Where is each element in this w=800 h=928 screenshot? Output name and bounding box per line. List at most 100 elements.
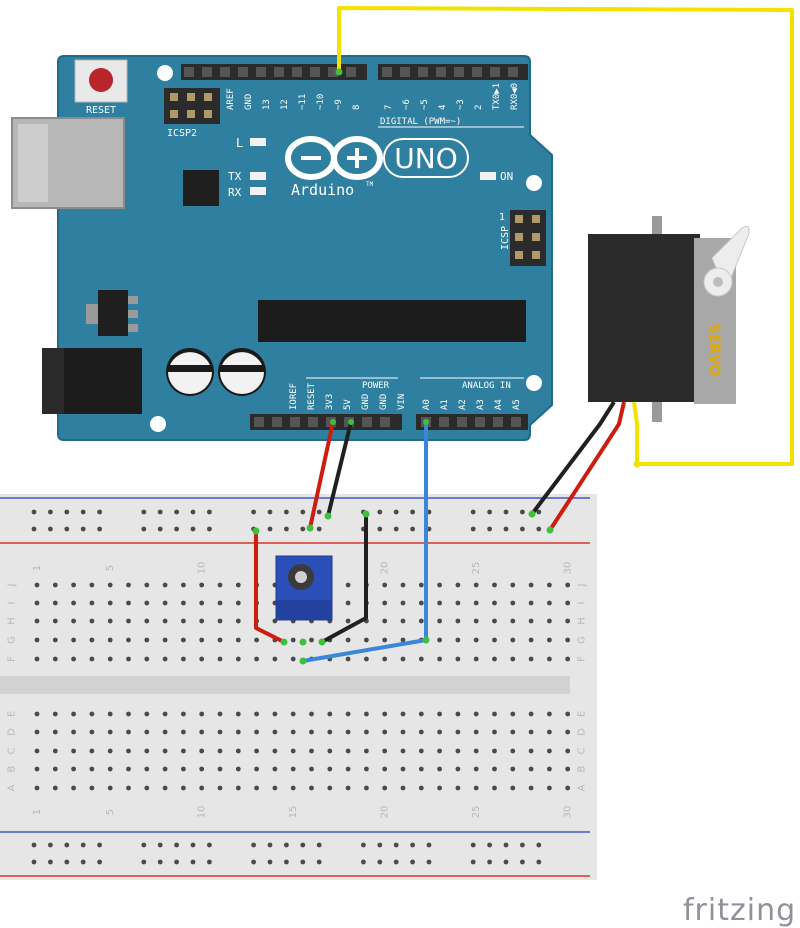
rail-hole	[157, 842, 163, 848]
pot-knob-center	[295, 571, 307, 583]
terminal-hole	[89, 637, 95, 643]
terminal-hole	[547, 656, 552, 662]
column-number-bottom: 25	[471, 806, 482, 819]
terminal-hole	[345, 785, 351, 791]
terminal-hole	[382, 618, 388, 624]
terminal-hole	[565, 600, 571, 606]
rail-hole	[426, 842, 432, 848]
reset-button-cap[interactable]	[89, 68, 113, 92]
rail-hole	[31, 509, 37, 515]
terminal-hole	[235, 748, 241, 754]
terminal-hole	[107, 748, 113, 754]
terminal-hole	[437, 656, 442, 662]
terminal-hole	[510, 637, 516, 643]
terminal-hole	[455, 748, 461, 754]
column-number-top: 20	[380, 562, 391, 575]
terminal-hole	[126, 711, 131, 717]
analog-pin-label: A3	[476, 399, 486, 410]
digital-pin-label: ~5	[420, 99, 430, 110]
terminal-hole	[345, 637, 351, 643]
terminal-hole	[528, 766, 534, 772]
rail-hole	[377, 842, 383, 848]
terminal-hole	[547, 711, 552, 717]
arduino-uno-board: RESET ICSP2	[11, 55, 553, 441]
rail-hole	[267, 526, 273, 532]
terminal-hole	[364, 656, 369, 662]
terminal-hole	[327, 785, 333, 791]
row-letter: A	[7, 784, 18, 791]
rail-hole	[503, 859, 509, 865]
rail-hole	[174, 509, 180, 515]
potentiometer	[275, 555, 333, 621]
terminal-hole	[107, 729, 113, 735]
terminal-hole	[418, 656, 424, 662]
rail-hole	[470, 842, 476, 848]
header-pin-hole	[362, 417, 372, 427]
column-number-top: 25	[471, 562, 482, 575]
header-pin-hole	[436, 67, 446, 77]
terminal-hole	[565, 582, 571, 588]
rail-hole	[267, 859, 273, 865]
terminal-hole	[89, 582, 95, 588]
rail-hole	[284, 526, 289, 532]
arduino-brand-label: Arduino	[291, 181, 354, 199]
terminal-hole	[89, 656, 95, 662]
terminal-hole	[181, 766, 186, 772]
digital-pin-label: ~10	[316, 94, 326, 110]
terminal-hole	[107, 600, 113, 606]
voltage-regulator	[86, 290, 138, 336]
rail-hole	[141, 526, 147, 532]
terminal-hole	[126, 748, 131, 754]
terminal-hole	[144, 711, 150, 717]
terminal-hole	[382, 656, 388, 662]
terminal-hole	[364, 711, 369, 717]
terminal-hole	[309, 785, 314, 791]
terminal-hole	[162, 748, 168, 754]
terminal-hole	[199, 600, 205, 606]
terminal-hole	[144, 785, 150, 791]
terminal-hole	[181, 618, 186, 624]
rail-hole	[410, 509, 415, 515]
digital-pin-label: AREF	[226, 88, 236, 110]
rail-hole	[470, 526, 476, 532]
terminal-hole	[400, 785, 406, 791]
terminal-hole	[162, 600, 168, 606]
terminal-hole	[437, 785, 442, 791]
terminal-hole	[254, 748, 259, 754]
terminal-hole	[107, 711, 113, 717]
terminal-hole	[473, 711, 479, 717]
terminal-hole	[492, 748, 497, 754]
rail-hole	[97, 526, 102, 532]
rail-hole	[284, 509, 289, 515]
terminal-hole	[400, 600, 406, 606]
rail-hole	[207, 509, 212, 515]
terminal-hole	[89, 785, 95, 791]
row-letter: A	[577, 784, 588, 791]
terminal-hole	[162, 766, 168, 772]
terminal-hole	[126, 582, 131, 588]
rail-hole	[316, 526, 322, 532]
terminal-hole	[327, 766, 333, 772]
servo-lead-yellow	[632, 401, 639, 425]
terminal-hole	[510, 748, 516, 754]
uno-badge	[383, 138, 469, 178]
row-letter: I	[7, 602, 18, 605]
digital-pin-label: ~6	[402, 99, 412, 110]
terminal-hole	[254, 766, 259, 772]
icsp2-label: ICSP2	[167, 128, 197, 139]
terminal-hole	[144, 582, 150, 588]
terminal-hole	[528, 600, 534, 606]
terminal-hole	[437, 748, 442, 754]
terminal-hole	[345, 729, 351, 735]
terminal-hole	[565, 748, 571, 754]
header-pin-hole	[490, 67, 500, 77]
terminal-hole	[510, 766, 516, 772]
analog-pin-label: A2	[458, 399, 468, 410]
terminal-hole	[473, 637, 479, 643]
rail-hole	[80, 842, 86, 848]
rail-hole	[410, 842, 415, 848]
terminal-hole	[345, 748, 351, 754]
terminal-hole	[437, 637, 442, 643]
terminal-hole	[528, 656, 534, 662]
